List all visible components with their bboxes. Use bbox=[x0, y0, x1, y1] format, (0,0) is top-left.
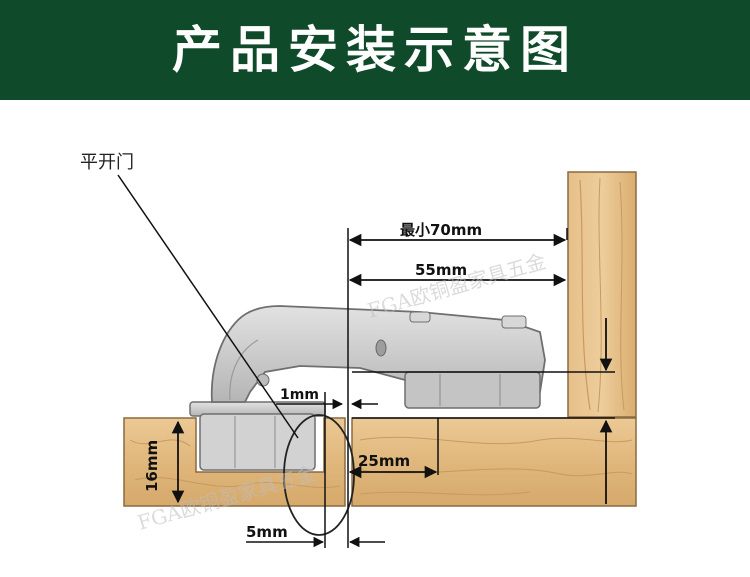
cabinet-side-panel bbox=[567, 171, 637, 418]
hinge-arm bbox=[210, 305, 546, 409]
label-55: 55mm bbox=[415, 261, 467, 279]
hinge-cup bbox=[189, 401, 326, 471]
label-25: 25mm bbox=[358, 452, 410, 470]
header-banner: 产品安装示意图 bbox=[0, 0, 750, 100]
page-title: 产品安装示意图 bbox=[172, 21, 578, 79]
label-5: 5mm bbox=[246, 523, 288, 541]
label-door-type: 平开门 bbox=[80, 152, 134, 173]
label-16: 16mm bbox=[143, 440, 161, 492]
extension-lines bbox=[324, 228, 615, 548]
label-1: 1mm bbox=[280, 387, 319, 403]
label-min-70: 最小70mm bbox=[400, 221, 482, 239]
door-type-leader-line bbox=[117, 174, 299, 439]
